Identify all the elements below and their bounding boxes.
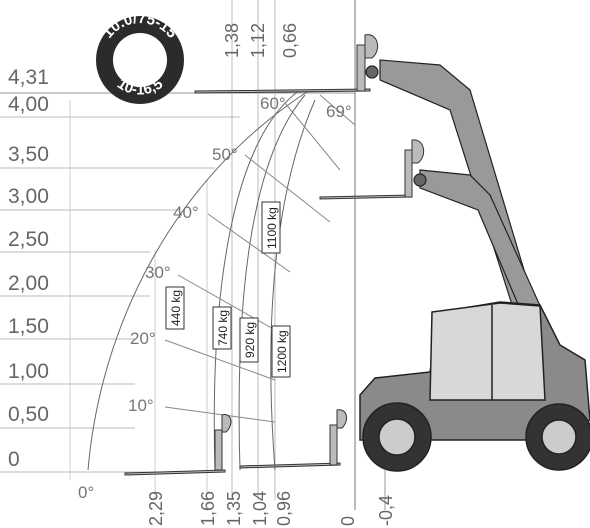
angle-rays bbox=[164, 94, 356, 423]
ray-40 bbox=[207, 213, 291, 273]
load-box-440 bbox=[165, 286, 185, 330]
load-label: 1100 kg bbox=[265, 207, 279, 249]
height-label: 4,00 bbox=[8, 93, 49, 116]
tyre-rim bbox=[113, 33, 167, 87]
load-box-1100 bbox=[261, 201, 281, 254]
fork-top-hook bbox=[364, 34, 379, 59]
reach-label-top: 0,66 bbox=[280, 23, 300, 58]
load-label: 920 kg bbox=[243, 322, 257, 358]
raised-forks bbox=[194, 34, 425, 200]
angle-label: 50° bbox=[212, 145, 238, 164]
reach-axis: 2,29 1,66 1,35 1,04 0,96 0 -0,4 1,38 1,1… bbox=[69, 0, 396, 526]
ray-10 bbox=[164, 406, 276, 423]
height-label: 3,00 bbox=[8, 185, 49, 208]
boom-pin-mid bbox=[413, 173, 427, 187]
height-label: 1,50 bbox=[8, 315, 49, 338]
angle-label: 40° bbox=[173, 203, 199, 222]
ray-20 bbox=[164, 339, 276, 381]
reach-label-bottom: 1,66 bbox=[198, 491, 218, 526]
height-label: 2,00 bbox=[8, 272, 49, 295]
load-box-740 bbox=[212, 306, 232, 350]
height-axis: 4,31 4,00 3,50 3,00 2,50 2,00 1,50 1,00 … bbox=[0, 66, 355, 473]
reach-label-bottom: 1,04 bbox=[250, 491, 270, 526]
height-label: 2,50 bbox=[8, 228, 49, 251]
load-label: 440 kg bbox=[169, 290, 183, 326]
height-label: 1,00 bbox=[8, 360, 49, 383]
fork-upright-1 bbox=[214, 429, 223, 471]
reach-label-bottom: 0,96 bbox=[274, 491, 294, 526]
fork-ground-2 bbox=[239, 462, 341, 469]
fork-top-upright bbox=[356, 44, 366, 92]
load-label: 1200 kg bbox=[275, 330, 289, 373]
reach-label-bottom: -0,4 bbox=[376, 495, 396, 526]
reach-label-bottom: 1,35 bbox=[224, 491, 244, 526]
rear-hub bbox=[541, 419, 577, 455]
load-envelope bbox=[87, 89, 316, 471]
fork-mid-upright bbox=[404, 149, 413, 198]
angle-label: 10° bbox=[128, 396, 154, 415]
ray-50 bbox=[244, 154, 331, 223]
reach-label-top: 1,38 bbox=[222, 23, 242, 58]
envelope-arc-1200 bbox=[270, 99, 316, 471]
load-box-920 bbox=[239, 317, 259, 363]
tyre-badge: 10.0/75-15 10-16,5 bbox=[96, 10, 184, 104]
angle-label: 60° bbox=[260, 94, 286, 113]
envelope-arc-outer bbox=[87, 89, 311, 471]
reach-label-bottom: 2,29 bbox=[146, 491, 166, 526]
fork-hook-1 bbox=[221, 414, 232, 433]
fork-ground-1 bbox=[124, 469, 226, 476]
fork-upright-2 bbox=[329, 424, 338, 466]
ray-69 bbox=[319, 94, 356, 126]
angle-label: 0° bbox=[78, 483, 94, 502]
height-label: 3,50 bbox=[8, 143, 49, 166]
angle-label: 20° bbox=[130, 329, 156, 348]
envelope-arc-740 bbox=[213, 89, 301, 471]
load-box-1200 bbox=[271, 325, 291, 378]
angle-label: 30° bbox=[145, 263, 171, 282]
reach-label-top: 1,12 bbox=[248, 23, 268, 58]
load-labels: 440 kg 740 kg 920 kg 1100 kg 1200 kg bbox=[165, 201, 291, 378]
telehandler bbox=[359, 301, 590, 472]
fork-mid bbox=[319, 194, 413, 200]
height-label: 4,31 bbox=[8, 66, 49, 89]
front-hub bbox=[378, 418, 416, 456]
cab-window bbox=[429, 302, 546, 401]
fork-top bbox=[194, 88, 371, 94]
height-label: 0,50 bbox=[8, 403, 49, 426]
reach-label-bottom: 0 bbox=[338, 516, 358, 526]
angle-labels: 0° 10° 20° 30° 40° 50° 60° 69° bbox=[78, 94, 352, 502]
fork-mid-hook bbox=[411, 139, 425, 164]
angle-label: 69° bbox=[326, 102, 352, 121]
ray-60 bbox=[284, 102, 341, 171]
fork-hook-2 bbox=[336, 409, 348, 429]
ray-30 bbox=[177, 274, 276, 331]
height-label: 0 bbox=[8, 448, 20, 471]
load-label: 740 kg bbox=[216, 310, 230, 346]
ground-forks bbox=[124, 409, 348, 476]
boom-pin-top bbox=[365, 65, 379, 79]
